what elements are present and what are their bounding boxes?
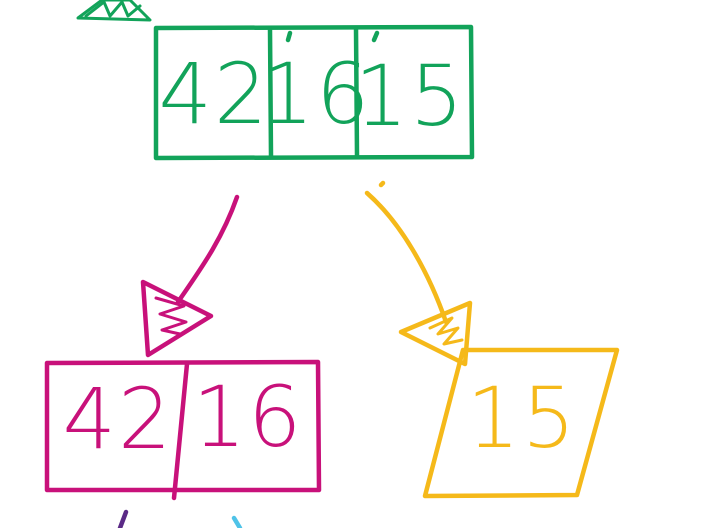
root-node: 42 16 15 <box>153 24 475 161</box>
partial-blue-stroke <box>231 515 243 528</box>
edge-root-left <box>140 194 240 358</box>
root-cell-1: 16 <box>261 45 372 143</box>
right-cell-0: 15 <box>467 369 578 467</box>
root-incoming-arrowhead <box>76 0 152 22</box>
left-cell-0: 42 <box>63 370 174 468</box>
left-cell-1: 16 <box>193 368 304 466</box>
partial-purple-stroke <box>117 509 129 528</box>
right-node: 15 <box>422 347 620 499</box>
root-cell-2: 15 <box>355 47 466 145</box>
root-cell-0: 42 <box>159 45 270 143</box>
edge-root-right <box>364 180 473 367</box>
left-node: 42 16 <box>44 359 322 501</box>
